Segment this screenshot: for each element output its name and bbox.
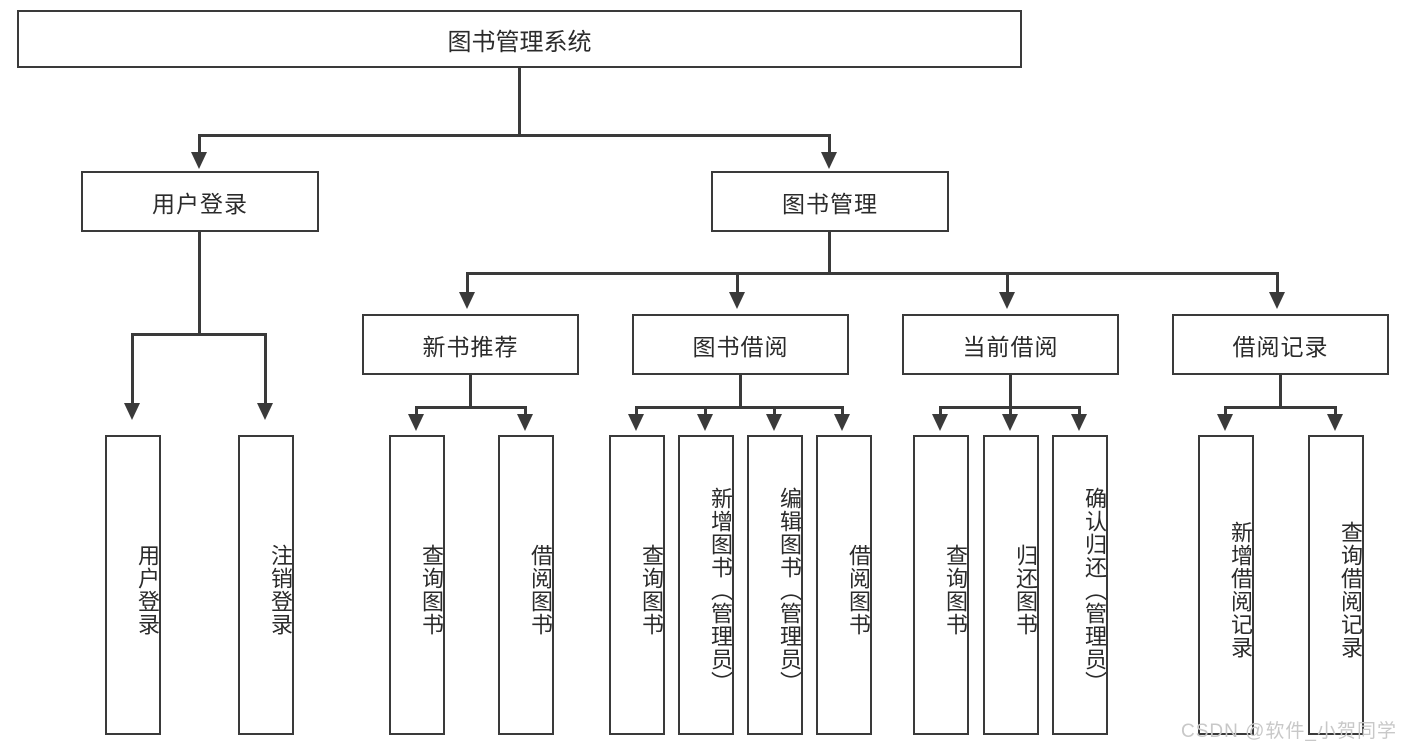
leaf-query-borrow-record[interactable]: 查询借阅记录 <box>1308 435 1364 735</box>
connector-to-borrow-record <box>1276 272 1279 294</box>
connector-cb-c2 <box>1009 406 1012 418</box>
leaf-add-book[interactable]: 新增图书（管理员） <box>678 435 734 735</box>
node-label: 新增借阅记录 <box>1228 521 1253 659</box>
arrowhead-confirm-return <box>1071 414 1087 431</box>
arrowhead-user-login <box>191 152 207 169</box>
leaf-query-book-recommend[interactable]: 查询图书 <box>389 435 445 735</box>
connector-new-book-c2 <box>524 406 527 418</box>
node-label: 编辑图书（管理员） <box>777 486 802 694</box>
connector-root-to-book-mgmt <box>828 134 831 154</box>
connector-to-new-book <box>466 272 469 294</box>
connector-new-book-stem <box>469 375 472 408</box>
leaf-return-book[interactable]: 归还图书 <box>983 435 1039 735</box>
node-label: 确认归还（管理员） <box>1082 486 1107 694</box>
connector-root-stem <box>518 68 521 136</box>
arrowhead-new-book <box>459 292 475 309</box>
node-label: 图书管理系统 <box>447 28 592 56</box>
node-label: 图书管理 <box>782 190 878 217</box>
arrowhead-borrow-record <box>1269 292 1285 309</box>
arrowhead-current-borrow <box>999 292 1015 309</box>
connector-user-login-left <box>131 333 134 405</box>
node-borrow-record[interactable]: 借阅记录 <box>1172 314 1389 375</box>
connector-bb-c2 <box>704 406 707 418</box>
node-label: 借阅图书 <box>846 544 871 636</box>
connector-borrow-record-stem <box>1279 375 1282 408</box>
connector-user-login-bus <box>131 333 267 336</box>
connector-book-mgmt-stem <box>828 232 831 274</box>
connector-root-bus <box>198 134 831 137</box>
node-user-login[interactable]: 用户登录 <box>81 171 319 232</box>
arrowhead-return-book <box>1002 414 1018 431</box>
leaf-add-borrow-record[interactable]: 新增借阅记录 <box>1198 435 1254 735</box>
connector-new-book-bus <box>415 406 527 409</box>
arrowhead-borrow-book-1 <box>517 414 533 431</box>
arrowhead-leaf-logout <box>257 403 273 420</box>
arrowhead-query-book-3 <box>932 414 948 431</box>
node-label: 查询借阅记录 <box>1338 521 1363 659</box>
node-label: 借阅图书 <box>528 544 553 636</box>
node-new-book-recommend[interactable]: 新书推荐 <box>362 314 579 375</box>
connector-new-book-c1 <box>415 406 418 418</box>
node-label: 当前借阅 <box>962 333 1059 360</box>
arrowhead-query-book-2 <box>628 414 644 431</box>
connector-cb-c1 <box>939 406 942 418</box>
connector-root-to-user-login <box>198 134 201 154</box>
node-label: 查询图书 <box>419 544 444 636</box>
node-book-borrow[interactable]: 图书借阅 <box>632 314 849 375</box>
arrowhead-add-record <box>1217 414 1233 431</box>
leaf-borrow-book[interactable]: 借阅图书 <box>816 435 872 735</box>
arrowhead-query-book-1 <box>408 414 424 431</box>
connector-br-c1 <box>1224 406 1227 418</box>
node-current-borrow[interactable]: 当前借阅 <box>902 314 1119 375</box>
leaf-logout[interactable]: 注销登录 <box>238 435 294 735</box>
node-label: 图书借阅 <box>692 333 789 360</box>
node-root-system[interactable]: 图书管理系统 <box>17 10 1022 68</box>
node-label: 归还图书 <box>1013 544 1038 636</box>
connector-user-login-stem <box>198 232 201 335</box>
arrowhead-borrow-book-2 <box>834 414 850 431</box>
arrowhead-leaf-user-login <box>124 403 140 420</box>
arrowhead-edit-book <box>766 414 782 431</box>
connector-bb-c3 <box>773 406 776 418</box>
node-label: 新增图书（管理员） <box>708 486 733 694</box>
connector-book-mgmt-bus <box>466 272 1278 275</box>
connector-user-login-right <box>264 333 267 405</box>
leaf-user-login[interactable]: 用户登录 <box>105 435 161 735</box>
leaf-confirm-return[interactable]: 确认归还（管理员） <box>1052 435 1108 735</box>
leaf-query-book-current[interactable]: 查询图书 <box>913 435 969 735</box>
node-label: 查询图书 <box>943 544 968 636</box>
node-label: 新书推荐 <box>422 333 519 360</box>
connector-borrow-record-bus <box>1224 406 1337 409</box>
connector-to-book-borrow <box>736 272 739 294</box>
connector-book-borrow-stem <box>739 375 742 408</box>
node-label: 注销登录 <box>268 544 293 636</box>
connector-bb-c1 <box>635 406 638 418</box>
connector-book-borrow-bus <box>635 406 843 409</box>
arrowhead-book-borrow <box>729 292 745 309</box>
arrowhead-query-record <box>1327 414 1343 431</box>
connector-br-c2 <box>1334 406 1337 418</box>
connector-bb-c4 <box>841 406 844 418</box>
arrowhead-add-book <box>697 414 713 431</box>
node-label: 借阅记录 <box>1232 333 1329 360</box>
arrowhead-book-mgmt <box>821 152 837 169</box>
node-book-management[interactable]: 图书管理 <box>711 171 949 232</box>
node-label: 用户登录 <box>152 190 248 217</box>
node-label: 查询图书 <box>639 544 664 636</box>
leaf-borrow-book-recommend[interactable]: 借阅图书 <box>498 435 554 735</box>
connector-current-borrow-stem <box>1009 375 1012 408</box>
connector-to-current-borrow <box>1006 272 1009 294</box>
node-label: 用户登录 <box>135 544 160 636</box>
leaf-query-book-borrow[interactable]: 查询图书 <box>609 435 665 735</box>
connector-cb-c3 <box>1078 406 1081 418</box>
leaf-edit-book[interactable]: 编辑图书（管理员） <box>747 435 803 735</box>
